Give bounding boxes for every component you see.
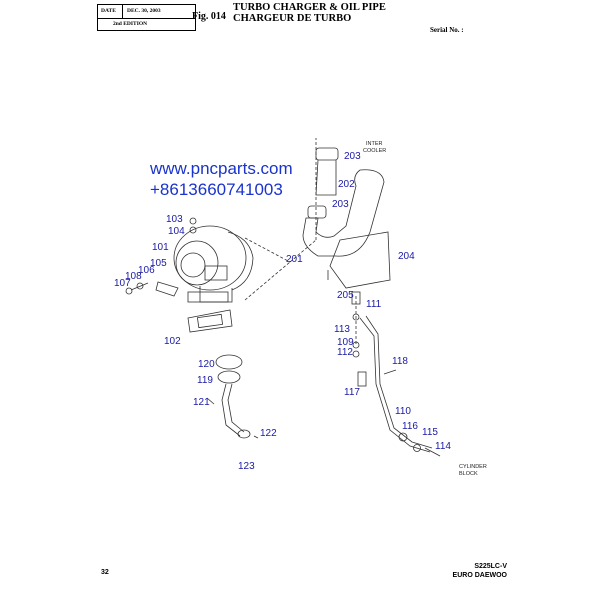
part-label-108: 108 <box>125 271 142 282</box>
gasket-119-drawing <box>217 370 241 384</box>
cylinder-block-note-line2: BLOCK <box>459 471 478 477</box>
date-value: DEC. 30, 2003 <box>127 8 161 14</box>
part-label-114: 114 <box>435 441 451 452</box>
watermark-website: www.pncparts.com <box>150 159 293 178</box>
inlet-pipe-drawing <box>302 147 385 257</box>
edition-box: DATE DEC. 30, 2003 2nd EDITION <box>97 4 196 31</box>
figure-number: Fig. 014 <box>192 11 226 22</box>
part-label-205: 205 <box>337 290 354 301</box>
part-label-109: 109 <box>337 337 354 348</box>
part-label-123: 123 <box>238 461 255 472</box>
part-label-110: 110 <box>395 406 411 417</box>
part-label-112: 112 <box>337 347 353 358</box>
part-label-118: 118 <box>392 356 408 367</box>
part-label-102: 102 <box>164 336 181 347</box>
gasket-120-drawing <box>215 354 243 370</box>
part-label-202: 202 <box>338 179 355 190</box>
divider <box>122 5 123 18</box>
part-label-117: 117 <box>344 387 360 398</box>
part-label-111: 111 <box>366 299 382 310</box>
edition-row: 2nd EDITION <box>98 18 195 31</box>
part-label-204: 204 <box>398 251 415 262</box>
catalog-page <box>78 0 522 600</box>
part-label-203-top: 203 <box>344 151 361 162</box>
part-label-103: 103 <box>166 214 183 225</box>
gasket-drawing <box>187 309 233 333</box>
date-label: DATE <box>101 8 116 14</box>
inter-cooler-note-line1: INTER <box>366 141 383 147</box>
inter-cooler-note-line2: COOLER <box>363 148 387 154</box>
part-label-120: 120 <box>198 359 215 370</box>
part-label-115: 115 <box>422 427 438 438</box>
title-english: TURBO CHARGER & OIL PIPE <box>233 2 386 13</box>
part-label-121: 121 <box>193 397 210 408</box>
part-label-105: 105 <box>150 258 167 269</box>
part-label-113: 113 <box>334 324 350 335</box>
bolt-drawing <box>130 282 149 291</box>
part-label-203-bottom: 203 <box>332 199 349 210</box>
oil-return-pipe-drawing <box>221 383 251 439</box>
bracket-drawing <box>329 231 391 289</box>
cylinder-block-note-line1: CYLINDER <box>459 464 487 470</box>
title-french: CHARGEUR DE TURBO <box>233 13 352 24</box>
part-label-122: 122 <box>260 428 277 439</box>
part-label-106: 106 <box>138 265 155 276</box>
part-label-116: 116 <box>402 421 418 432</box>
watermark-phone: +8613660741003 <box>150 180 283 199</box>
serial-number-label: Serial No. : <box>430 26 464 34</box>
part-label-104: 104 <box>168 226 185 237</box>
page-number: 32 <box>101 569 109 576</box>
turbocharger-drawing <box>173 225 254 303</box>
brand-name: EURO DAEWOO <box>452 572 507 579</box>
date-row: DATE DEC. 30, 2003 <box>98 5 195 19</box>
part-label-201: 201 <box>286 254 303 265</box>
model-name: S225LC-V <box>474 563 507 570</box>
part-label-107: 107 <box>114 278 131 289</box>
part-label-119: 119 <box>197 375 213 386</box>
edition-label: 2nd EDITION <box>113 21 148 27</box>
part-label-101: 101 <box>152 242 169 253</box>
